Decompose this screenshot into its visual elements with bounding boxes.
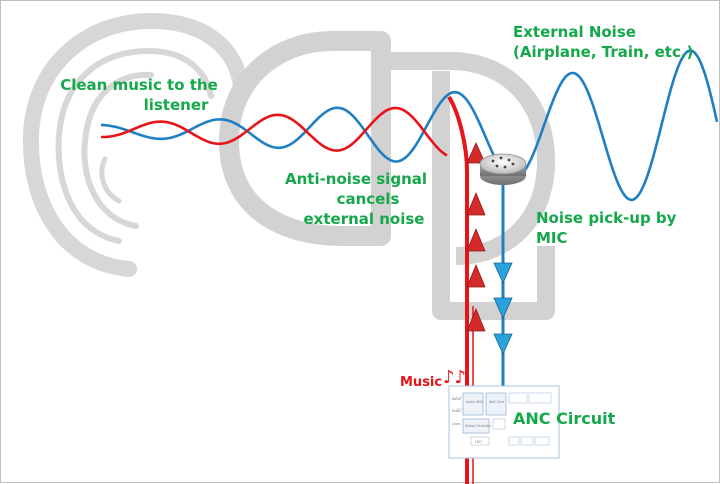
music-note-icon: ♪♪: [443, 367, 466, 388]
chip-left-label-3: Lines: [452, 422, 461, 426]
music-label: Music: [400, 375, 442, 390]
ear-outline-watermark: [22, 12, 249, 277]
mic-pickup-label-line2: MIC: [536, 229, 568, 247]
mic-pickup-label-line1: Noise pick-up by: [536, 209, 677, 227]
chip-left-label-2: Music: [452, 409, 461, 413]
noise-wave: [100, 49, 719, 202]
external-noise-title: External Noise: [513, 23, 636, 41]
anti-noise-wave: [101, 106, 448, 157]
red-arrow-3: [466, 227, 486, 252]
anti-noise-label-line3: external noise: [304, 210, 425, 228]
anti-noise-label-line1: Anti-noise signal: [285, 170, 427, 188]
anti-noise-label-line2: cancels: [337, 190, 400, 208]
anc-circuit-board: Audio ADC ANC Core Silicon Oscillator No…: [448, 385, 560, 459]
chip-ldo-label: LDO: [475, 440, 482, 444]
clean-music-label-line2: listener: [144, 96, 209, 114]
chip-audio-adc-label: Audio ADC: [466, 400, 484, 404]
external-noise-subtitle: (Airplane, Train, etc.): [513, 43, 693, 61]
red-arrow-1: [466, 142, 486, 164]
blue-arrow-2: [493, 297, 513, 319]
red-arrow-5: [466, 307, 486, 332]
anc-circuit-label: ANC Circuit: [513, 409, 616, 428]
chip-anc-core-label: ANC Core: [489, 400, 504, 404]
microphone-icon: [479, 153, 527, 185]
blue-arrows: [493, 262, 513, 355]
red-arrow-2: [466, 191, 486, 216]
blue-arrow-1: [493, 262, 513, 284]
red-arrow-4: [466, 263, 486, 288]
chip-oscillator-label: Silicon Oscillator: [465, 424, 492, 428]
music-signal-line: [447, 95, 469, 484]
chip-left-label-1: Noise: [452, 397, 461, 401]
clean-music-label-line1: Clean music to the: [60, 76, 218, 94]
red-arrows: [466, 142, 486, 332]
blue-arrow-3: [493, 333, 513, 355]
